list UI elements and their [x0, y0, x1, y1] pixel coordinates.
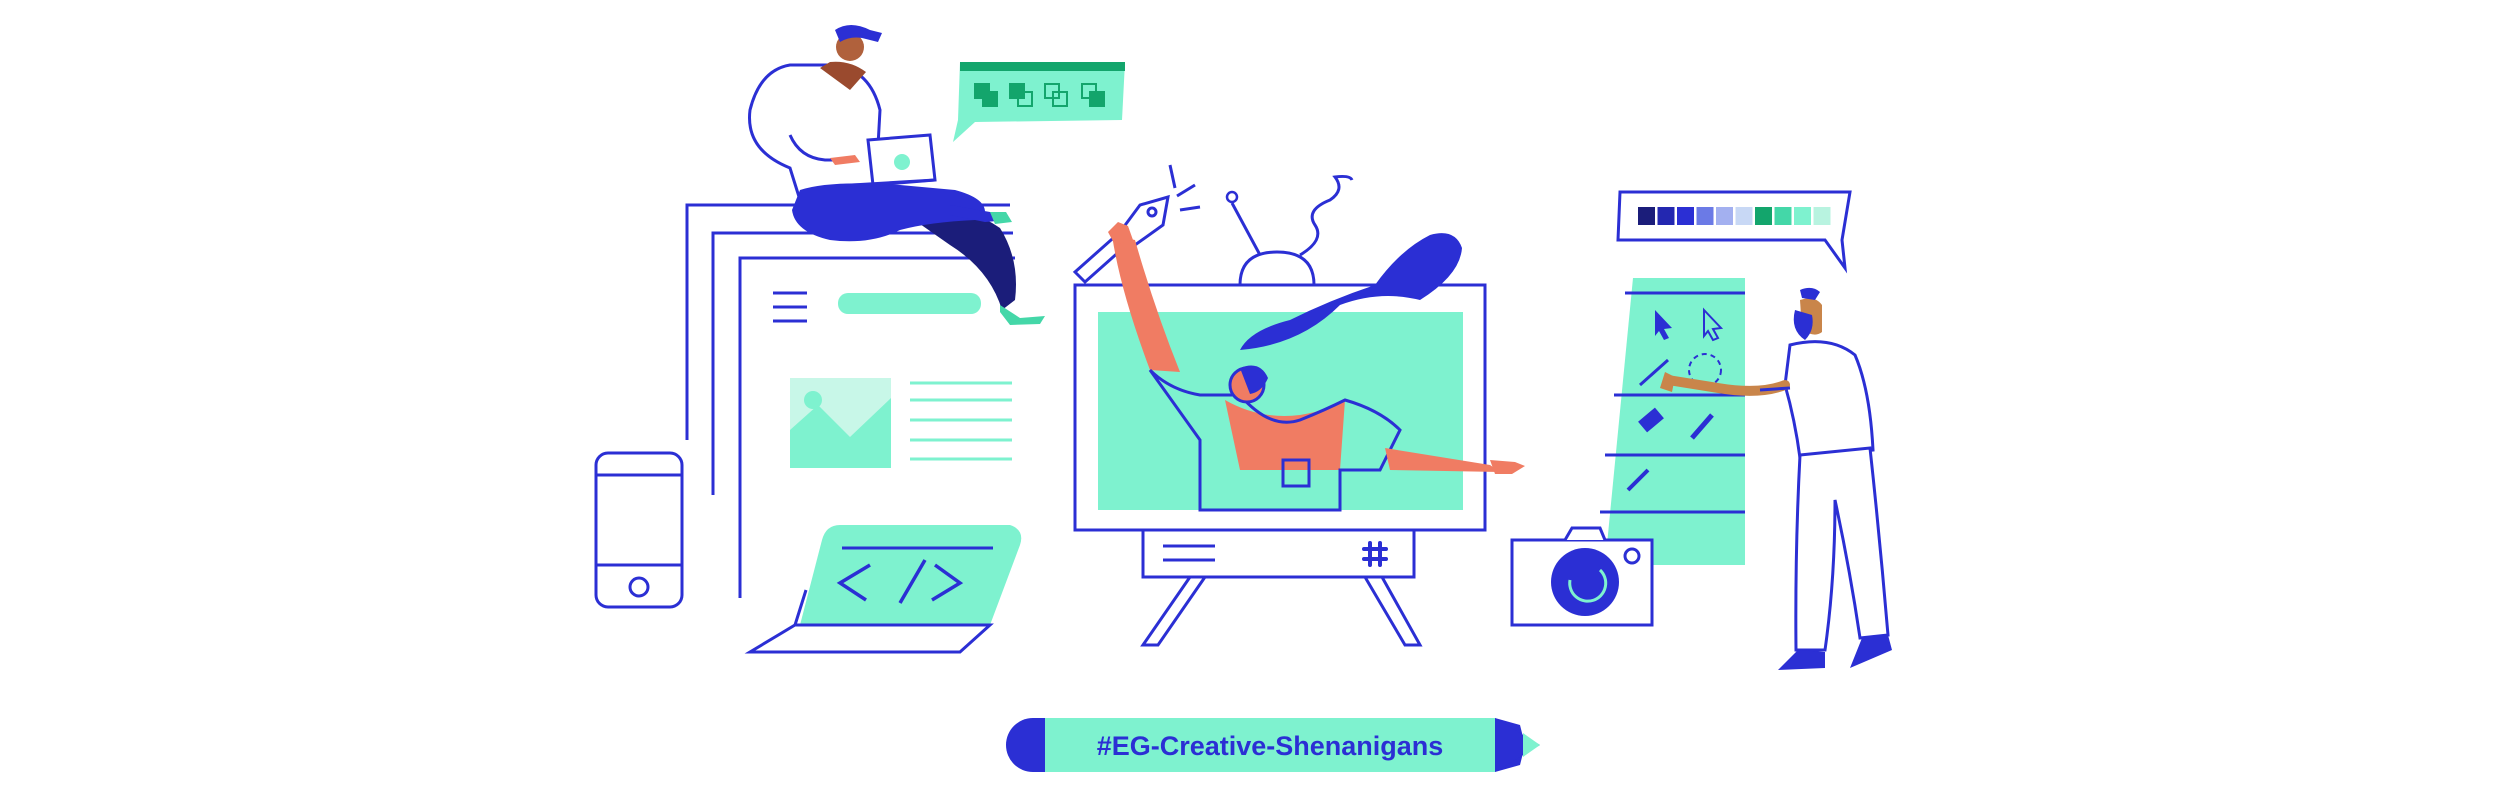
color-swatches — [1638, 207, 1831, 225]
code-brackets-icon — [836, 559, 964, 604]
search-bar-shape — [838, 293, 981, 314]
image-placeholder-icon — [790, 378, 891, 468]
text-lines-block — [910, 381, 1012, 461]
bearded-man — [1660, 287, 1892, 670]
line-tool-icon — [1639, 358, 1669, 387]
color-swatch — [1755, 207, 1772, 225]
design-tool-panel — [1600, 278, 1745, 565]
camera-icon — [1510, 526, 1654, 627]
eyedropper-tool-icon — [1626, 468, 1650, 492]
color-swatch — [1813, 207, 1831, 225]
laptop-code-icon — [744, 525, 1022, 654]
hashtag-pencil-banner: #EG-Creative-Shenanigans — [1006, 718, 1540, 772]
hashtag-text: #EG-Creative-Shenanigans — [1097, 731, 1444, 761]
color-swatch — [1716, 207, 1733, 225]
color-palette-bubble — [1616, 190, 1852, 274]
hamburger-menu-icon — [773, 291, 807, 323]
color-swatch — [1638, 207, 1655, 225]
woman-flying-out-of-tv — [1108, 222, 1525, 512]
color-swatch — [1774, 207, 1792, 225]
color-swatch — [1735, 207, 1753, 225]
laptop-icon — [834, 133, 937, 188]
duplicate-blocks-icons — [974, 83, 1105, 107]
smartphone-icon — [594, 451, 684, 609]
select-arrow-outline-icon — [1703, 307, 1724, 342]
select-arrow-filled-icon — [1655, 310, 1672, 340]
color-swatch — [1696, 207, 1714, 225]
speech-bubble-icon — [953, 62, 1125, 142]
color-swatch — [1677, 207, 1694, 225]
person-sitting-with-laptop — [748, 25, 1045, 325]
ellipse-tool-icon — [1688, 353, 1722, 387]
tool-panel-dividers — [1600, 291, 1745, 514]
eraser-tool-icon — [1638, 407, 1664, 433]
color-swatch — [1794, 207, 1811, 225]
slack-logo-icon — [1362, 541, 1388, 567]
pencil-tool-icon — [1690, 413, 1714, 440]
color-swatch — [1657, 207, 1675, 225]
